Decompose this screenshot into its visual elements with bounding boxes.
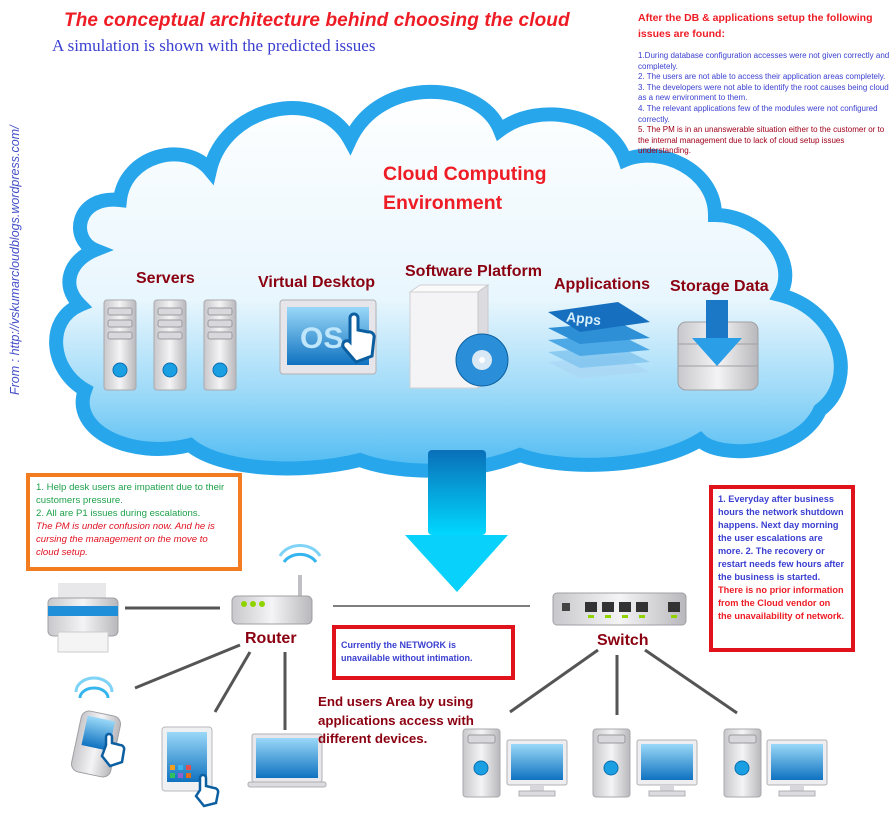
virtual-desktop-label: Virtual Desktop xyxy=(258,274,376,291)
cloud-shape xyxy=(49,84,848,478)
issue-item: 4. The relevant applications few of the … xyxy=(638,103,878,124)
issue-item: 3. The developers were not able to ident… xyxy=(638,82,889,103)
source-credit: From : http://vskumarcloudblogs.wordpres… xyxy=(8,125,22,395)
helpdesk-note-pm: The PM is under confusion now. And he is… xyxy=(36,521,215,558)
helpdesk-note-line: 2. All are P1 issues during escalations. xyxy=(36,508,201,519)
router-icon xyxy=(231,544,322,625)
desktop-pc-icon xyxy=(592,728,698,798)
end-users-label: End users Area by using applications acc… xyxy=(318,694,474,746)
storage-database-icon xyxy=(677,300,759,391)
apps-badge-text: Apps xyxy=(565,309,602,329)
pc3-link xyxy=(644,648,738,715)
network-vendor-text: There is no prior information from the C… xyxy=(718,585,845,621)
switch-icon xyxy=(552,592,687,626)
issues-heading: After the DB & applications setup the fo… xyxy=(638,12,873,40)
desktop-pc-icon xyxy=(462,728,568,798)
helpdesk-note-line: 1. Help desk users are impatient due to … xyxy=(36,482,225,506)
issue-item: 5. The PM is in an unanswerable situatio… xyxy=(638,125,885,156)
diagram-title: The conceptual architecture behind choos… xyxy=(64,10,570,31)
printer-icon xyxy=(47,583,119,653)
big-down-arrow-icon xyxy=(405,450,508,592)
router-label: Router xyxy=(245,630,297,647)
applications-label: Applications xyxy=(554,276,651,293)
servers-icon xyxy=(103,299,237,391)
virtual-desktop-icon: OS xyxy=(279,299,377,375)
network-shutdown-text: 1. Everyday after business hours the net… xyxy=(718,494,845,582)
diagram-subtitle: A simulation is shown with the predicted… xyxy=(52,36,376,55)
tablet-icon xyxy=(161,726,220,808)
network-status-note: Currently the NETWORK is unavailable wit… xyxy=(332,625,515,680)
desktop-pc-icon xyxy=(723,728,828,798)
storage-data-label: Storage Data xyxy=(670,278,769,295)
issues-panel: After the DB & applications setup the fo… xyxy=(638,10,890,157)
switch-label: Switch xyxy=(597,632,649,649)
tablet-link xyxy=(213,651,252,713)
pc1-link xyxy=(509,648,599,714)
issue-item: 1.During database configuration accesses… xyxy=(638,51,890,71)
apps-stack-icon: Apps xyxy=(548,302,650,378)
network-shutdown-note: 1. Everyday after business hours the net… xyxy=(709,485,855,652)
servers-label: Servers xyxy=(136,270,195,287)
helpdesk-note: 1. Help desk users are impatient due to … xyxy=(26,473,242,571)
software-platform-label: Software Platform xyxy=(405,263,542,280)
mobile-phone-icon xyxy=(70,676,126,778)
network-links xyxy=(125,605,738,730)
laptop-icon xyxy=(247,733,327,788)
os-screen-text: OS xyxy=(300,322,343,355)
software-box-icon xyxy=(408,284,509,389)
issue-item: 2. The users are not able to access thei… xyxy=(638,72,886,82)
cloud-title: Cloud Computing Environment xyxy=(383,160,547,218)
cloud-title-line1: Cloud Computing xyxy=(383,163,547,185)
phone-link xyxy=(134,643,241,690)
cloud-title-line2: Environment xyxy=(383,192,503,214)
